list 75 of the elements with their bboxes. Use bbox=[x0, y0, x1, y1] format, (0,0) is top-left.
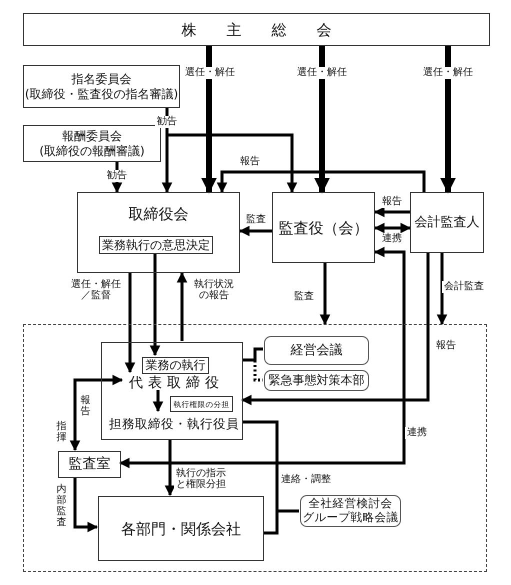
edge-label: 報告 bbox=[238, 156, 262, 168]
edge-label: 選任・解任 bbox=[296, 67, 348, 79]
arrow bbox=[176, 272, 188, 341]
node-text: グループ戦略会議 bbox=[302, 511, 398, 525]
arrow bbox=[112, 162, 122, 194]
node-text: 各部門・関係会社 bbox=[121, 520, 241, 538]
process-box bbox=[58, 451, 121, 478]
edge-label: 監査 bbox=[244, 214, 268, 226]
arrow bbox=[201, 46, 217, 194]
node-text: 取締役会 bbox=[128, 205, 188, 223]
edge-label: 選任・解任／監督 bbox=[70, 278, 122, 302]
node-text: 担務取締役・執行役員 bbox=[109, 416, 239, 430]
connector-line bbox=[263, 510, 299, 534]
node-text: 業務の執行 bbox=[146, 358, 206, 373]
edge-label: 監査 bbox=[292, 291, 316, 303]
arrow bbox=[74, 477, 98, 532]
edge-label: 連絡・調整 bbox=[279, 474, 333, 486]
edge-label: 選任・解任 bbox=[422, 67, 474, 79]
node-text: 代表取締役 bbox=[129, 374, 224, 392]
edge-label: 執行状況の報告 bbox=[192, 278, 236, 302]
process-box bbox=[23, 65, 180, 108]
process-box bbox=[101, 342, 243, 440]
node-text: 緊急事態対策本部 bbox=[268, 373, 364, 388]
arrow bbox=[314, 46, 330, 194]
connector-line bbox=[242, 358, 263, 382]
arrow bbox=[164, 439, 176, 496]
node-text: 報酬委員会 bbox=[62, 129, 122, 144]
edge-label: 報告 bbox=[434, 340, 458, 352]
edge-label: 連携 bbox=[405, 427, 429, 439]
node-text: 株主総会 bbox=[182, 20, 362, 38]
meeting-box bbox=[264, 336, 369, 365]
arrow bbox=[152, 390, 164, 412]
process-box bbox=[272, 192, 375, 263]
node-text: 経営会議 bbox=[290, 342, 342, 358]
edge-label: 報告 bbox=[380, 196, 404, 208]
arrow bbox=[320, 263, 330, 326]
node-text: (取締役・監査役の指名審議) bbox=[24, 86, 178, 101]
process-box bbox=[410, 192, 484, 253]
process-box bbox=[77, 192, 240, 273]
edge-label: 内部監査 bbox=[56, 484, 67, 528]
arrow bbox=[436, 253, 448, 326]
meeting-box bbox=[300, 495, 401, 527]
process-box bbox=[23, 125, 161, 162]
process-box bbox=[99, 236, 213, 254]
process-box bbox=[142, 357, 209, 374]
edge-label: 勧告 bbox=[105, 170, 129, 182]
node-text: 監査室 bbox=[68, 456, 110, 473]
arrow bbox=[124, 273, 136, 374]
edge-label: 指揮 bbox=[56, 421, 67, 443]
arrow bbox=[240, 253, 430, 406]
arrow bbox=[374, 206, 410, 218]
node-text: 会計監査人 bbox=[414, 214, 480, 230]
node-text: 全社経営検討会 bbox=[308, 497, 392, 511]
edge-label: 報告 bbox=[80, 395, 91, 417]
arrow bbox=[238, 226, 272, 236]
edge-label: 選任・解任 bbox=[184, 67, 236, 79]
arrow bbox=[374, 222, 412, 234]
node-text: 指名委員会 bbox=[72, 72, 132, 86]
meeting-box bbox=[264, 370, 369, 391]
arrow bbox=[216, 170, 426, 194]
edge-label: 勧告 bbox=[155, 116, 179, 128]
node-text: 業務執行の意思決定 bbox=[102, 238, 210, 252]
edge-label: 会計監査 bbox=[442, 281, 486, 293]
node-text: (取締役の報酬審議) bbox=[39, 144, 145, 158]
process-box bbox=[23, 13, 490, 46]
connector-line bbox=[242, 348, 263, 362]
edge-label: 連携 bbox=[380, 233, 404, 245]
arrow bbox=[440, 46, 456, 194]
process-box bbox=[98, 496, 264, 561]
edge-label: 執行の指示と権限分担 bbox=[174, 468, 228, 490]
node-text: 監査役（会） bbox=[278, 218, 368, 236]
arrow bbox=[150, 253, 160, 356]
group-frame bbox=[23, 324, 487, 572]
process-box bbox=[170, 396, 233, 412]
arrow bbox=[118, 246, 406, 468]
